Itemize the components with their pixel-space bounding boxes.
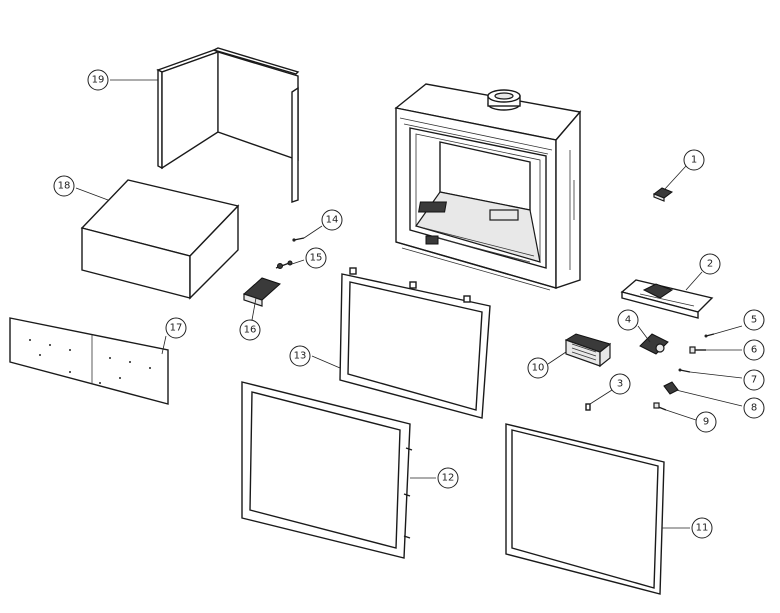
callout-10: 10 [527, 357, 549, 379]
part-4-gas-valve [639, 333, 669, 355]
callout-17: 17 [165, 317, 187, 339]
part-13-door-frame [339, 267, 491, 419]
firebox-assembly [394, 83, 582, 291]
callout-12: 12 [437, 467, 459, 489]
leader-lines [75, 79, 743, 529]
callout-6: 6 [743, 339, 765, 361]
svg-text:6: 6 [751, 345, 757, 356]
part-9-fitting [653, 402, 667, 411]
svg-text:11: 11 [696, 523, 709, 534]
svg-text:8: 8 [751, 403, 757, 414]
part-15-fitting [275, 260, 293, 269]
part-16-control-module [243, 277, 281, 307]
callout-19: 19 [87, 69, 109, 91]
svg-text:7: 7 [751, 375, 757, 386]
svg-text:4: 4 [625, 315, 631, 326]
svg-text:19: 19 [92, 75, 105, 86]
svg-text:5: 5 [751, 315, 757, 326]
svg-text:2: 2 [707, 259, 713, 270]
callout-3: 3 [609, 373, 631, 395]
part-10-blower [564, 333, 612, 368]
callout-18: 18 [53, 175, 75, 197]
callout-8: 8 [743, 397, 765, 419]
callout-13: 13 [289, 345, 311, 367]
svg-text:18: 18 [58, 181, 71, 192]
callout-16: 16 [239, 319, 261, 341]
part-5-screw [704, 333, 715, 338]
callout-7: 7 [743, 369, 765, 391]
svg-text:9: 9 [703, 417, 709, 428]
callout-9: 9 [695, 411, 717, 433]
callout-11: 11 [691, 517, 713, 539]
svg-text:16: 16 [244, 325, 257, 336]
callout-4: 4 [617, 309, 639, 331]
part-17-front-panel [9, 317, 169, 405]
callout-1: 1 [683, 149, 705, 171]
part-12-surround-frame [241, 381, 413, 559]
callout-5: 5 [743, 309, 765, 331]
svg-text:17: 17 [170, 323, 183, 334]
svg-text:14: 14 [326, 215, 339, 226]
callout-2: 2 [699, 253, 721, 275]
svg-text:13: 13 [294, 351, 307, 362]
svg-text:10: 10 [532, 363, 545, 374]
part-11-glass-frame [505, 423, 665, 595]
svg-text:1: 1 [691, 155, 697, 166]
part-6-fitting [689, 346, 706, 354]
svg-text:3: 3 [617, 379, 623, 390]
part-3-pin [585, 403, 591, 411]
part-2-burner-tray [620, 279, 714, 319]
callout-14: 14 [321, 209, 343, 231]
part-14-screw [292, 237, 305, 242]
part-1-bracket [652, 187, 674, 202]
part-19-refractory-liner [156, 47, 300, 203]
callout-15: 15 [305, 247, 327, 269]
part-7-screw [678, 368, 691, 373]
part-18-box [80, 179, 240, 300]
part-8-igniter [663, 381, 679, 395]
svg-text:15: 15 [310, 253, 323, 264]
svg-text:12: 12 [442, 473, 455, 484]
